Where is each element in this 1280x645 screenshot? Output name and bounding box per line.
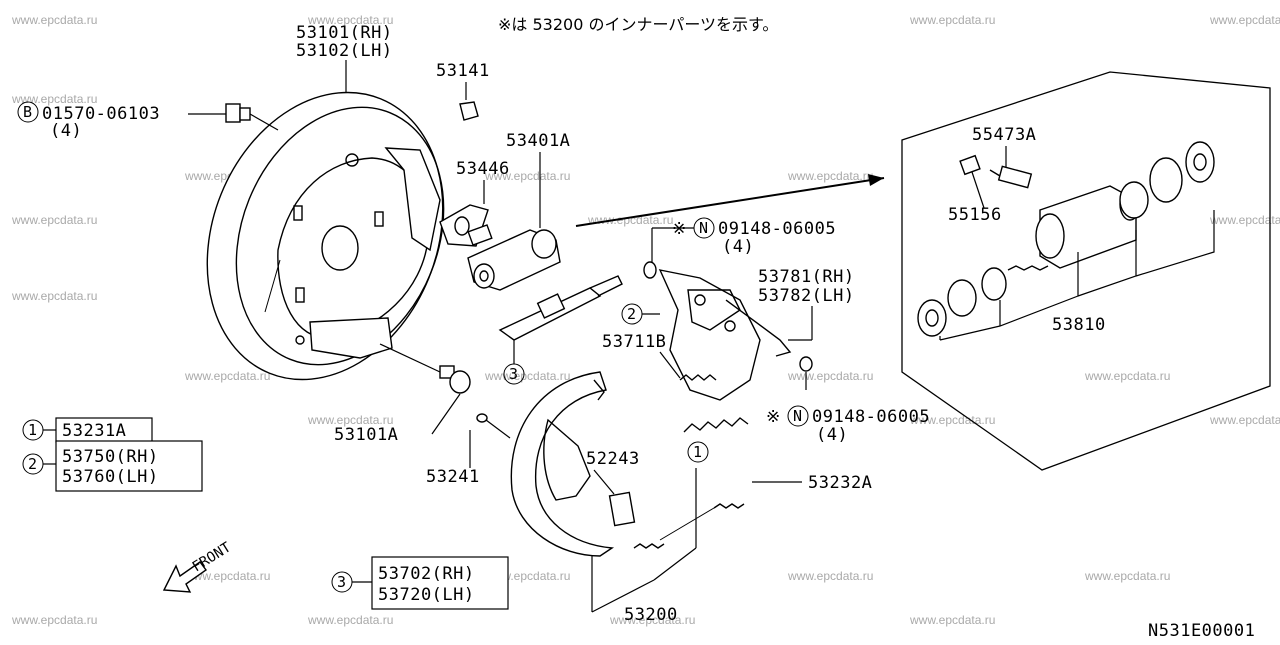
plug-drawing [439,365,471,394]
cylinder-kit-panel: 55473A 55156 53810 [901,71,1271,471]
watermark: www.epcdata.ru [11,13,97,27]
springs-drawing [633,417,749,549]
label-bleeder: 53446 [456,159,510,179]
label-spring-a: 53232A [808,473,872,493]
watermark: www.epcdata.ru [1084,369,1170,383]
label-kit-bleeder: 55156 [948,205,1002,225]
watermark: www.epcdata.ru [11,92,97,106]
spring-b-drawing [679,374,717,381]
label-kit-boot: 55473A [972,125,1036,145]
nut-top-drawing [643,261,657,279]
lever-drawing [658,269,792,401]
label-pin: 53241 [426,467,480,487]
watermark: www.epcdata.ru [184,369,270,383]
watermark: www.epcdata.ru [909,613,995,627]
label-kit-cylinder: 53810 [1052,315,1106,335]
legend-2-number: 2 [28,455,37,473]
legend-3: 3 53702(RH) 53720(LH) [331,556,509,610]
label-cylinder: 53401A [506,131,570,151]
arrow-head [868,174,884,186]
label-spring-b: 53711B [602,332,666,352]
bolt-drawing [225,103,279,131]
nut-mid-callout-circle [787,405,809,427]
front-arrow-icon [162,561,207,593]
callout-1-number: 1 [693,443,702,461]
watermark: www.epcdata.ru [787,369,873,383]
label-cap: 53141 [436,61,490,81]
label-nut-top-qty: (4) [722,237,754,257]
legend-3-number: 3 [337,573,346,591]
wheel-cylinder-drawing [439,204,561,291]
watermark: www.epcdata.ru [1084,569,1170,583]
back-plate-drawing [206,91,445,381]
bolt-callout-letter: B [23,103,32,121]
watermark: www.epcdata.ru [1209,13,1280,27]
legend-1: 1 53231A [22,417,153,443]
label-backplate-rh: 53101(RH) [296,23,393,43]
front-indicator: FRONT [162,539,234,593]
watermark: www.epcdata.ru [307,13,393,27]
legend-1-number: 1 [28,421,37,439]
callout-3-number: 3 [509,365,518,383]
kit-bleeder-drawing [959,154,1033,189]
watermark: www.epcdata.ru [587,213,673,227]
watermark: www.epcdata.ru [909,13,995,27]
label-lever-rh: 53781(RH) [758,267,855,287]
label-nut-mid: 09148-06005 [812,407,930,427]
diagram-code: N531E00001 [1148,621,1255,640]
watermark: www.epcdata.ru [11,613,97,627]
label-inner-mark: ※ [672,219,687,239]
label-backplate-lh: 53102(LH) [296,41,393,61]
label-nut-mid-qty: (4) [816,425,848,445]
label-clip: 52243 [586,449,640,469]
bolt-callout-circle [17,101,39,123]
nut-top-callout-letter: N [699,219,708,237]
header-note: ※は 53200 のインナーパーツを示す。 [498,15,778,34]
adjuster-drawing [498,275,623,341]
nut-mid-callout-letter: N [793,407,802,425]
watermark: www.epcdata.ru [484,369,570,383]
label-inner-mark-mid: ※ [766,407,781,427]
watermark: www.epcdata.ru [11,213,97,227]
watermark: www.epcdata.ru [1209,213,1280,227]
watermark: www.epcdata.ru [787,569,873,583]
legend-3-part-rh: 53702(RH) [378,564,475,584]
kit-cylinder-drawing [917,141,1215,337]
pin-drawing [476,413,511,439]
legend-2: 2 53750(RH) 53760(LH) [22,440,203,492]
legend-3-part-lh: 53720(LH) [378,585,475,605]
legend-1-part: 53231A [62,421,126,441]
legend-2-part-lh: 53760(LH) [62,467,159,487]
callout-1-circle [687,441,709,463]
watermark: www.epcdata.ru [307,413,393,427]
label-bolt-qty: (4) [50,121,82,141]
watermark: www.epcdata.ru [184,569,270,583]
callout-2-number: 2 [627,305,636,323]
watermark: www.epcdata.ru [11,289,97,303]
watermark: www.epcdata.ru [609,613,695,627]
watermark: www.epcdata.ru [909,413,995,427]
nut-mid-drawing [799,356,813,372]
watermark: www.epcdata.ru [1209,413,1280,427]
watermark: www.epcdata.ru [787,169,873,183]
watermark: www.epcdata.ru [307,613,393,627]
label-nut-top: 09148-06005 [718,219,836,239]
label-shoe-set: 53200 [624,605,678,625]
clip-drawing [608,491,636,527]
cap-drawing [459,101,479,121]
watermark: www.epcdata.ru [484,169,570,183]
label-plug: 53101A [334,425,398,445]
legend-2-part-rh: 53750(RH) [62,447,159,467]
label-bolt: 01570-06103 [42,104,160,124]
brake-shoe-drawing [510,371,615,557]
label-lever-lh: 53782(LH) [758,286,855,306]
